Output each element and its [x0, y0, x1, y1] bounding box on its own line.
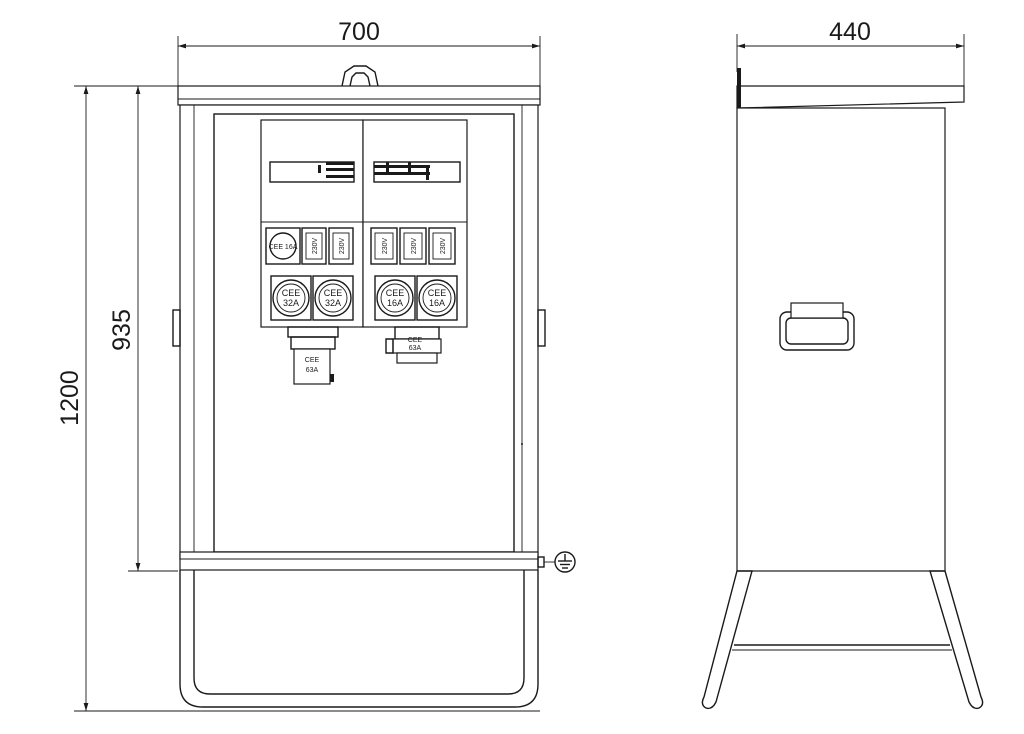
side-stand	[701, 570, 984, 710]
socket-cee-16a-1: CEE 16A	[374, 275, 416, 321]
earth-ground-icon	[544, 551, 576, 573]
schuko-label: 230V	[339, 238, 346, 255]
rating-16a-label: 16A	[387, 298, 403, 308]
breaker-row-left	[318, 162, 354, 178]
plug-right-cee: CEE	[408, 337, 423, 344]
cee-16a-label: CEE	[428, 288, 447, 298]
side-width-label: 440	[829, 18, 871, 46]
right-latch	[537, 309, 546, 347]
rating-16a-label: 16A	[429, 298, 445, 308]
schuko-label: 230V	[411, 238, 418, 255]
cabinet-height-label: 935	[108, 309, 136, 351]
total-height-label: 1200	[56, 370, 84, 426]
inlet-plug-left: CEE 63A	[287, 326, 339, 385]
schuko-label: 230V	[312, 238, 319, 255]
socket-schuko-r2: 230V	[399, 227, 427, 265]
plug-left-cee: CEE	[305, 357, 320, 364]
front-stand	[179, 570, 539, 708]
rating-32a-label: 32A	[325, 298, 341, 308]
side-view	[701, 68, 984, 710]
front-width-label: 700	[338, 18, 380, 46]
cee-16a-label: CEE	[386, 288, 405, 298]
front-plinth	[179, 551, 539, 571]
socket-cee16-top-left: CEE 16A	[265, 227, 301, 265]
lifting-eye-icon	[341, 65, 379, 87]
socket-schuko-r3: 230V	[428, 227, 456, 265]
socket-schuko-r1: 230V	[370, 227, 398, 265]
distribution-panel-right: 230V 230V 230V CEE 16A	[362, 119, 468, 328]
socket-schuko-l2: 230V	[328, 227, 354, 265]
plug-right-rating: 63A	[409, 345, 422, 352]
rating-32a-label: 32A	[283, 298, 299, 308]
top-left-socket-label: CEE 16A	[269, 244, 298, 251]
socket-cee-32a-1: CEE 32A	[270, 275, 312, 321]
cee-32a-label: CEE	[282, 288, 301, 298]
socket-schuko-l1: 230V	[301, 227, 327, 265]
side-body	[736, 107, 946, 572]
carry-handle-icon	[779, 302, 855, 351]
plug-left-rating: 63A	[306, 367, 319, 374]
side-roof	[736, 85, 965, 109]
dimension-side-width: 440	[736, 18, 965, 92]
distribution-panel-left: CEE 16A 230V 230V CEE 32A	[260, 119, 364, 328]
breaker-row-right	[374, 162, 430, 180]
inlet-plug-right: CEE 63A	[385, 326, 442, 364]
dimension-total-height: 1200	[56, 85, 540, 712]
dimension-front-width: 700	[177, 18, 541, 92]
schuko-label: 230V	[440, 238, 447, 255]
socket-cee-16a-2: CEE 16A	[416, 275, 458, 321]
dimension-cabinet-height: 935	[108, 85, 178, 572]
left-latch	[172, 309, 181, 347]
schuko-label: 230V	[382, 238, 389, 255]
socket-cee-32a-2: CEE 32A	[312, 275, 354, 321]
front-view: CEE 16A 230V 230V CEE 32A	[172, 65, 576, 708]
front-roof	[177, 85, 541, 106]
cee-32a-label: CEE	[324, 288, 343, 298]
